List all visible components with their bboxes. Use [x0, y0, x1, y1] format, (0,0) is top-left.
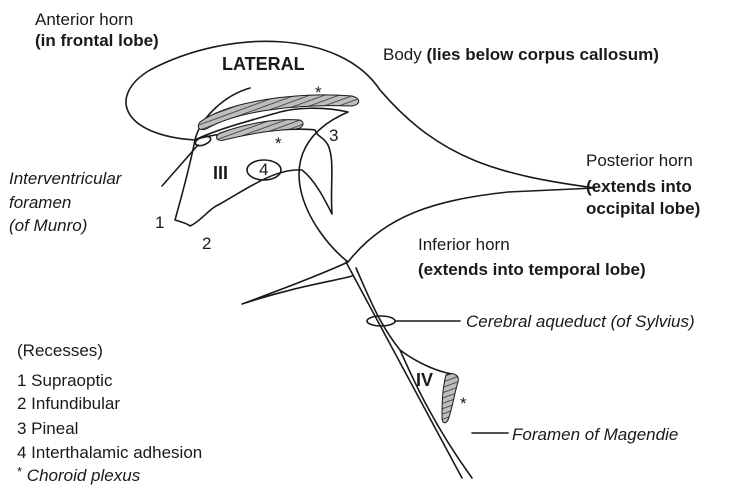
interventricular-foramen-label-line3: (of Munro): [9, 215, 87, 236]
legend-choroid-symbol: *: [17, 464, 22, 479]
pineal-recess-number: 3: [329, 125, 338, 146]
anterior-horn-note: (in frontal lobe): [35, 30, 159, 51]
legend-item: 3 Pineal: [17, 418, 78, 439]
foramen-of-magendie-label: Foramen of Magendie: [512, 424, 678, 445]
choroid-plexus-asterisk: *: [275, 133, 282, 154]
interventricular-foramen-pointer: [162, 145, 198, 186]
choroid-plexus-fourth: [442, 374, 458, 423]
legend-item: 2 Infundibular: [17, 393, 120, 414]
anterior-horn-label: Anterior horn: [35, 9, 133, 30]
legend-item: 4 Interthalamic adhesion: [17, 442, 202, 463]
interventricular-foramen-label-line1: Interventricular: [9, 168, 121, 189]
body-note: (lies below corpus callosum): [426, 45, 658, 64]
posterior-horn-label: Posterior horn: [586, 150, 693, 171]
legend-choroid-plexus: * Choroid plexus: [17, 465, 140, 487]
inferior-horn-note: (extends into temporal lobe): [418, 259, 646, 280]
supraoptic-recess-number: 1: [155, 212, 164, 233]
inferior-horn-outline: [242, 262, 352, 304]
posterior-horn-note-line1: (extends into: [586, 176, 692, 197]
legend-item: 1 Supraoptic: [17, 370, 112, 391]
cerebral-aqueduct-label: Cerebral aqueduct (of Sylvius): [466, 311, 695, 332]
legend-choroid-text: Choroid plexus: [27, 466, 140, 485]
fourth-ventricle-label: IV: [416, 370, 433, 391]
lateral-ventricle-label: LATERAL: [222, 54, 305, 75]
body-label: Body (lies below corpus callosum): [383, 44, 659, 65]
choroid-plexus-asterisk: *: [315, 82, 322, 103]
infundibular-recess-number: 2: [202, 233, 211, 254]
interventricular-foramen-label-line2: foramen: [9, 192, 71, 213]
choroid-plexus-asterisk: *: [460, 393, 467, 414]
body-label-text: Body: [383, 45, 422, 64]
third-ventricle-label: III: [213, 163, 228, 184]
interthalamic-adhesion-number: 4: [259, 159, 268, 180]
posterior-horn-note-line2: occipital lobe): [586, 198, 700, 219]
lateral-ventricle-outline: [126, 41, 595, 262]
inferior-horn-label: Inferior horn: [418, 234, 510, 255]
legend-title: (Recesses): [17, 340, 103, 361]
cerebral-aqueduct-line-left: [346, 262, 462, 478]
